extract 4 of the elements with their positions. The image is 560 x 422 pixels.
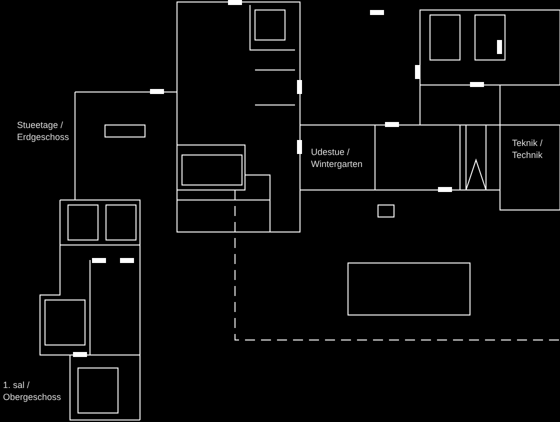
room-label: Stueetage / Erdgeschoss — [17, 119, 70, 143]
room-label: Teknik / Technik — [512, 137, 544, 161]
room-label: Udestue / Wintergarten — [311, 146, 364, 170]
room-label: 1. sal / Obergeschoss — [3, 379, 62, 403]
